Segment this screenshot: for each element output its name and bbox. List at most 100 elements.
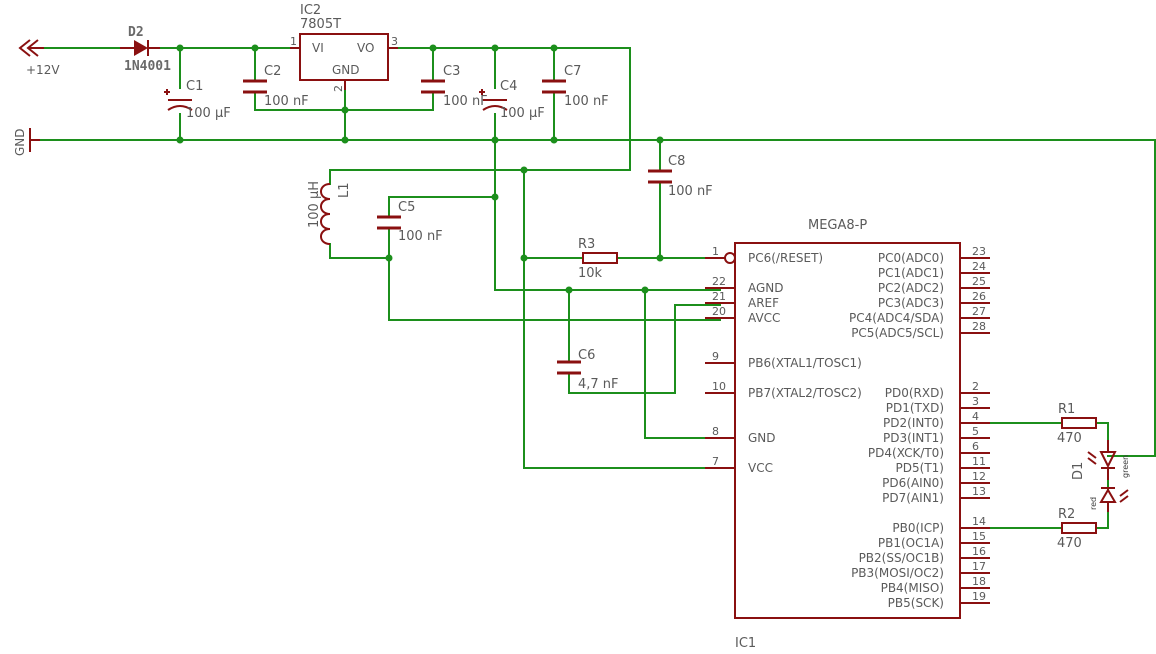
mcu-pin-label: PC2(ADC2) (878, 281, 944, 295)
mcu-pin-label: PB4(MISO) (881, 581, 944, 595)
r1-value: 470 (1057, 431, 1082, 446)
r2-name: R2 (1058, 507, 1075, 522)
ic2-vi: VI (312, 41, 324, 55)
mcu-pin-label: PB6(XTAL1/TOSC1) (748, 356, 862, 370)
wire-vcc-net (523, 169, 721, 469)
junction (176, 44, 184, 52)
mcu-pin-label: PB7(XTAL2/TOSC2) (748, 386, 862, 400)
junction (656, 254, 664, 262)
wire-ic2-out (329, 47, 631, 171)
mcu-pin-number: 15 (972, 530, 986, 543)
mcu-pin-label: VCC (748, 461, 773, 475)
mcu-pin-label: AVCC (748, 311, 780, 325)
mcu-pin-number: 25 (972, 275, 986, 288)
r1-name: R1 (1058, 402, 1075, 417)
mcu-pin-label: PD7(AIN1) (882, 491, 944, 505)
junction (520, 254, 528, 262)
resistor-r3 (582, 252, 618, 264)
mcu-pin-label: PB2(SS/OC1B) (859, 551, 944, 565)
c4-value: 100 µF (500, 106, 545, 121)
junction (341, 106, 349, 114)
mcu-pin-number: 18 (972, 575, 986, 588)
mcu-pin-label: PC3(ADC3) (878, 296, 944, 310)
mcu-pin-number: 14 (972, 515, 986, 528)
mcu-pin-label: PC0(ADC0) (878, 251, 944, 265)
gnd-symbol (29, 128, 40, 152)
diode-d2 (120, 40, 160, 56)
d1-green-label: green (1121, 455, 1130, 478)
wire-r2-led (1095, 511, 1109, 529)
junction (429, 44, 437, 52)
junction (176, 136, 184, 144)
mcu-pin-label: PD3(INT1) (883, 431, 944, 445)
mcu-pin-label: PB5(SCK) (888, 596, 944, 610)
inductor-l1 (320, 183, 331, 245)
ic2-vo: VO (357, 41, 374, 55)
junction (491, 136, 499, 144)
c8-name: C8 (668, 154, 685, 169)
junction (341, 136, 349, 144)
resistor-r1 (1061, 417, 1097, 429)
mcu-pin-number: 3 (972, 395, 979, 408)
c7-name: C7 (564, 64, 581, 79)
mcu-pin-number: 28 (972, 320, 986, 333)
mcu-pin-label: PD0(RXD) (885, 386, 944, 400)
r2-value: 470 (1057, 536, 1082, 551)
mcu-pin-label: GND (748, 431, 776, 445)
mcu-pin-label: PC4(ADC4/SDA) (849, 311, 944, 325)
regulator-ic2 (290, 33, 398, 90)
mcu-pin-label: PC1(ADC1) (878, 266, 944, 280)
wire-gnd-pin8 (644, 289, 721, 439)
c5-value: 100 nF (398, 229, 443, 244)
mcu-pin-number: 19 (972, 590, 986, 603)
mcu-pin-number: 1 (712, 245, 719, 258)
wire-c6 (568, 289, 721, 394)
mcu-pin-label: PC5(ADC5/SCL) (851, 326, 944, 340)
d2-value: 1N4001 (124, 59, 171, 74)
ic2-gnd: GND (332, 63, 360, 77)
mcu-pin-number: 27 (972, 305, 986, 318)
capacitor-c4 (479, 89, 508, 111)
junction (565, 286, 573, 294)
mcu-pin-label: PD4(XCK/T0) (868, 446, 944, 460)
c8-value: 100 nF (668, 184, 713, 199)
c6-name: C6 (578, 348, 595, 363)
mcu-pin-label: AREF (748, 296, 779, 310)
mcu-pin-number: 6 (972, 440, 979, 453)
ic2-pin1: 1 (290, 35, 297, 48)
capacitor-c1 (164, 89, 193, 111)
mcu-type: MEGA8-P (808, 218, 867, 233)
junction (550, 44, 558, 52)
c3-value: 100 nF (443, 94, 488, 109)
mcu-pin-number: 13 (972, 485, 986, 498)
mcu-pin-label: PC6(/RESET) (748, 251, 823, 265)
ic2-pin2: 2 (332, 85, 345, 92)
capacitor-c5 (377, 215, 401, 230)
c2-value: 100 nF (264, 94, 309, 109)
mcu-pin-number: 22 (712, 275, 726, 288)
mcu-pin-number: 9 (712, 350, 719, 363)
wire-r1-led (1095, 422, 1109, 441)
junction (520, 166, 528, 174)
c4-name: C4 (500, 79, 517, 94)
c7-value: 100 nF (564, 94, 609, 109)
resistor-r2 (1061, 522, 1097, 534)
c6-value: 4,7 nF (578, 377, 619, 392)
capacitor-c3 (421, 79, 445, 94)
mcu-pin-label: PD6(AIN0) (882, 476, 944, 490)
mcu-pin-number: 4 (972, 410, 979, 423)
mcu-pin-number: 7 (712, 455, 719, 468)
junction (251, 44, 259, 52)
mcu-pin-number: 17 (972, 560, 986, 573)
mcu-pin-number: 23 (972, 245, 986, 258)
mcu-pin-number: 11 (972, 455, 986, 468)
junction (385, 254, 393, 262)
mcu-pin-label: AGND (748, 281, 784, 295)
l1-value: 100 µH (307, 181, 322, 228)
junction (641, 286, 649, 294)
r3-value: 10k (578, 266, 603, 281)
mcu-pin-number: 24 (972, 260, 986, 273)
mcu-pin-label: PB1(OC1A) (878, 536, 944, 550)
